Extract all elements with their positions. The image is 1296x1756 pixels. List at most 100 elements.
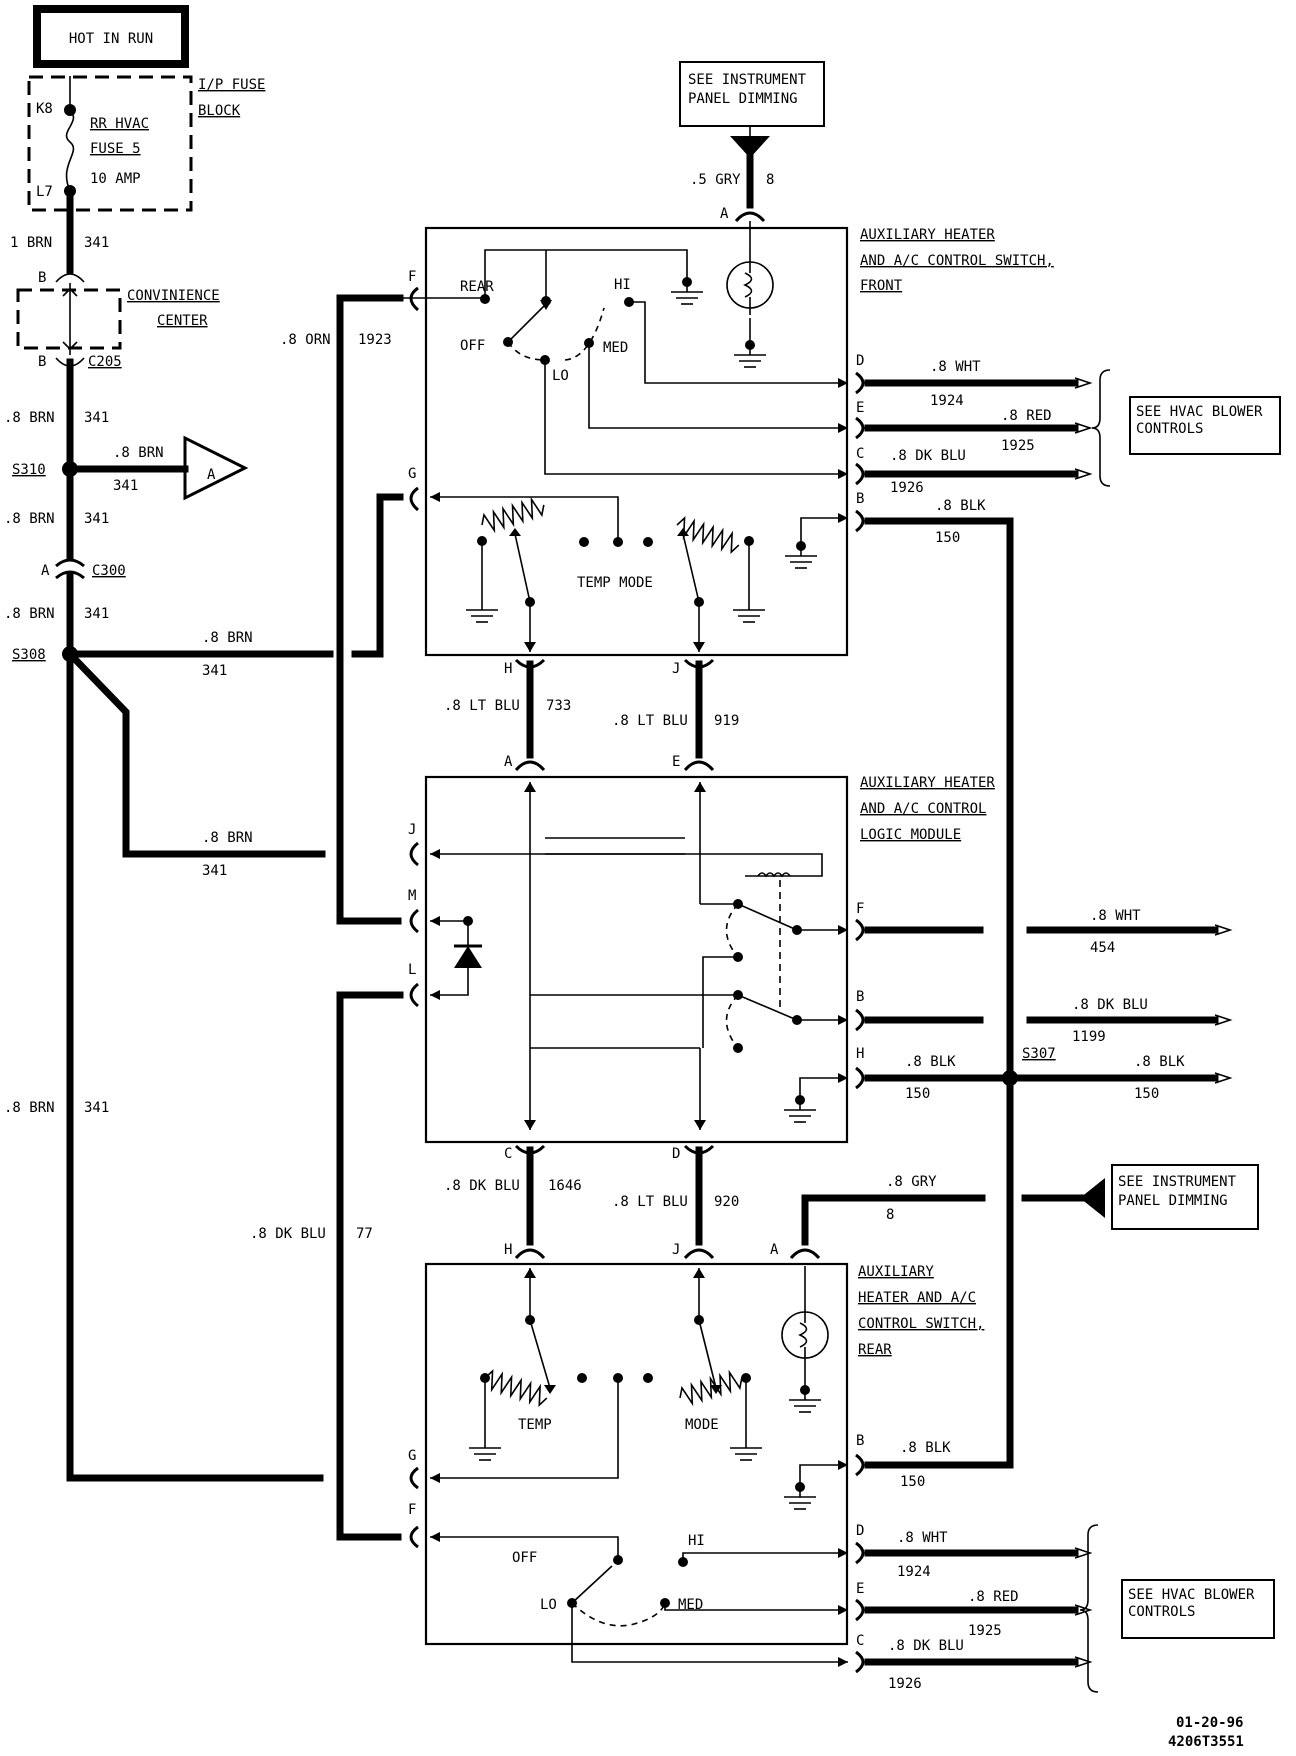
dimming-top-line2: PANEL DIMMING bbox=[688, 91, 798, 107]
logic-f-circuit: 454 bbox=[1090, 940, 1115, 956]
blower-bottom-line2: CONTROLS bbox=[1128, 1604, 1195, 1620]
front-pin-e: E bbox=[856, 400, 864, 416]
lower-c-wire: .8 DK BLU bbox=[444, 1178, 520, 1194]
s308-label: S308 bbox=[12, 647, 46, 663]
logic-b-wire: .8 DK BLU bbox=[1072, 997, 1148, 1013]
conv-label-2: CENTER bbox=[157, 313, 208, 329]
logic-title-2: AND A/C CONTROL bbox=[860, 801, 986, 817]
rear-pin-f: F bbox=[408, 1502, 416, 1518]
s307-wire: .8 BLK bbox=[1134, 1054, 1185, 1070]
hot-in-run-box: HOT IN RUN bbox=[33, 5, 189, 68]
rear-hi: HI bbox=[688, 1533, 705, 1549]
front-e-circuit: 1925 bbox=[1001, 438, 1035, 454]
rear-d-circuit: 1924 bbox=[897, 1564, 931, 1580]
mid-h-circuit: 733 bbox=[546, 698, 571, 714]
fuse-name-1: RR HVAC bbox=[90, 116, 149, 132]
front-pin-h: H bbox=[504, 661, 512, 677]
dkblu-77-wire: .8 DK BLU 77 bbox=[250, 991, 404, 1541]
wire-w8: .8 BRN bbox=[4, 1100, 55, 1116]
s308-to-front-g bbox=[351, 493, 404, 658]
s310-wire: .8 BRN bbox=[113, 445, 164, 461]
splice-s310: S310 .8 BRN 341 A bbox=[12, 435, 249, 501]
orn-wire-label: .8 ORN bbox=[280, 332, 331, 348]
dimming-top-box: SEE INSTRUMENT PANEL DIMMING .5 GRY 8 A bbox=[679, 61, 825, 223]
rear-pin-e: E bbox=[856, 1581, 864, 1597]
logic-f-wire: .8 WHT bbox=[1090, 908, 1141, 924]
mid-pin-e: E bbox=[672, 754, 680, 770]
rear-off: OFF bbox=[512, 1550, 537, 1566]
a-ref-label: A bbox=[207, 467, 216, 483]
logic-h-circuit: 150 bbox=[905, 1086, 930, 1102]
lower-gry-wire: .8 GRY bbox=[886, 1174, 937, 1190]
blower-bottom-line1: SEE HVAC BLOWER bbox=[1128, 1587, 1255, 1603]
blower-top-box: SEE HVAC BLOWER CONTROLS bbox=[1091, 369, 1281, 487]
lower-c-circuit: 1646 bbox=[548, 1178, 582, 1194]
c300-label: C300 bbox=[92, 563, 126, 579]
front-pin-g: G bbox=[408, 466, 416, 482]
logic-pin-f: F bbox=[856, 901, 864, 917]
front-switch: AUXILIARY HEATER AND A/C CONTROL SWITCH,… bbox=[400, 221, 1054, 677]
c300-pin: A bbox=[41, 563, 50, 579]
front-temp-mode: TEMP MODE bbox=[577, 575, 653, 591]
logic-b-circuit: 1199 bbox=[1072, 1029, 1106, 1045]
logic-pin-h: H bbox=[856, 1046, 864, 1062]
rear-title-4: REAR bbox=[858, 1342, 892, 1358]
dimming-top-wire: .5 GRY bbox=[690, 172, 741, 188]
rear-pin-c: C bbox=[856, 1633, 864, 1649]
lower-d-wire: .8 LT BLU bbox=[612, 1194, 688, 1210]
front-c-circuit: 1926 bbox=[890, 480, 924, 496]
s307-circuit: 150 bbox=[1134, 1086, 1159, 1102]
rear-title-2: HEATER AND A/C bbox=[858, 1290, 976, 1306]
mid-j-wire: .8 LT BLU bbox=[612, 713, 688, 729]
logic-pin-j: J bbox=[408, 822, 416, 838]
s308-wire: .8 BRN bbox=[202, 630, 253, 646]
footer-code: 4206T3551 bbox=[1168, 1734, 1244, 1750]
rear-output-wires: .8 BLK 150 .8 WHT 1924 .8 RED 1925 .8 DK… bbox=[864, 1440, 1093, 1692]
wire-1brn: 1 BRN bbox=[10, 235, 52, 251]
lower-d-circuit: 920 bbox=[714, 1194, 739, 1210]
footer-date: 01-20-96 bbox=[1176, 1715, 1243, 1731]
fuse-pin-k8: K8 bbox=[36, 101, 53, 117]
rear-b-circuit: 150 bbox=[900, 1474, 925, 1490]
s308-circuit: 341 bbox=[202, 663, 227, 679]
s310-circuit: 341 bbox=[113, 478, 138, 494]
conv-pin-b-bottom: B bbox=[38, 354, 46, 370]
fuse-block-label-1: I/P FUSE bbox=[198, 77, 265, 93]
logic-pin-d: D bbox=[672, 1146, 680, 1162]
wire-w5: .8 BRN bbox=[4, 606, 55, 622]
front-off: OFF bbox=[460, 338, 485, 354]
lower-wires: .8 DK BLU 1646 .8 LT BLU 920 .8 GRY 8 bbox=[444, 1146, 986, 1246]
logic-title-1: AUXILIARY HEATER bbox=[860, 775, 995, 791]
blower-bottom-box: SEE HVAC BLOWER CONTROLS bbox=[1079, 1524, 1275, 1693]
wire-w2-circuit: 341 bbox=[84, 410, 109, 426]
rear-pin-a: A bbox=[770, 1242, 779, 1258]
wire-1brn-circuit: 341 bbox=[84, 235, 109, 251]
fuse-block: I/P FUSE BLOCK K8 L7 RR HVAC FUSE 5 10 A… bbox=[27, 75, 265, 212]
wire-w4: .8 BRN bbox=[4, 511, 55, 527]
rear-e-circuit: 1925 bbox=[968, 1623, 1002, 1639]
dimming-top-line1: SEE INSTRUMENT bbox=[688, 72, 807, 88]
blower-top-line2: CONTROLS bbox=[1136, 421, 1203, 437]
orn-wire-circuit: 1923 bbox=[358, 332, 392, 348]
wire-w2: .8 BRN bbox=[4, 410, 55, 426]
dimming-top-pin: A bbox=[720, 206, 729, 222]
front-pin-b: B bbox=[856, 491, 864, 507]
dimming-mid-line1: SEE INSTRUMENT bbox=[1118, 1174, 1237, 1190]
front-rear: REAR bbox=[460, 279, 494, 295]
dimming-mid-line2: PANEL DIMMING bbox=[1118, 1193, 1228, 1209]
front-output-wires: .8 WHT 1924 .8 RED 1925 .8 DK BLU 1926 .… bbox=[864, 359, 1093, 1469]
splice-s308: S308 .8 BRN 341 .8 BRN 341 bbox=[12, 630, 334, 879]
logic-pin-m: M bbox=[408, 888, 416, 904]
hot-in-run-label: HOT IN RUN bbox=[69, 31, 153, 47]
rear-b-wire: .8 BLK bbox=[900, 1440, 951, 1456]
fuse-pin-l7: L7 bbox=[36, 184, 53, 200]
front-pin-j: J bbox=[672, 661, 680, 677]
logic-output-wires: .8 WHT 454 .8 DK BLU 1199 .8 BLK 150 S30… bbox=[864, 908, 1233, 1102]
rear-pin-h: H bbox=[504, 1242, 512, 1258]
blower-top-line1: SEE HVAC BLOWER bbox=[1136, 404, 1263, 420]
front-title-2: AND A/C CONTROL SWITCH, bbox=[860, 253, 1054, 269]
left-bus-wire bbox=[66, 187, 324, 1482]
front-med: MED bbox=[603, 340, 628, 356]
front-pin-d: D bbox=[856, 353, 864, 369]
